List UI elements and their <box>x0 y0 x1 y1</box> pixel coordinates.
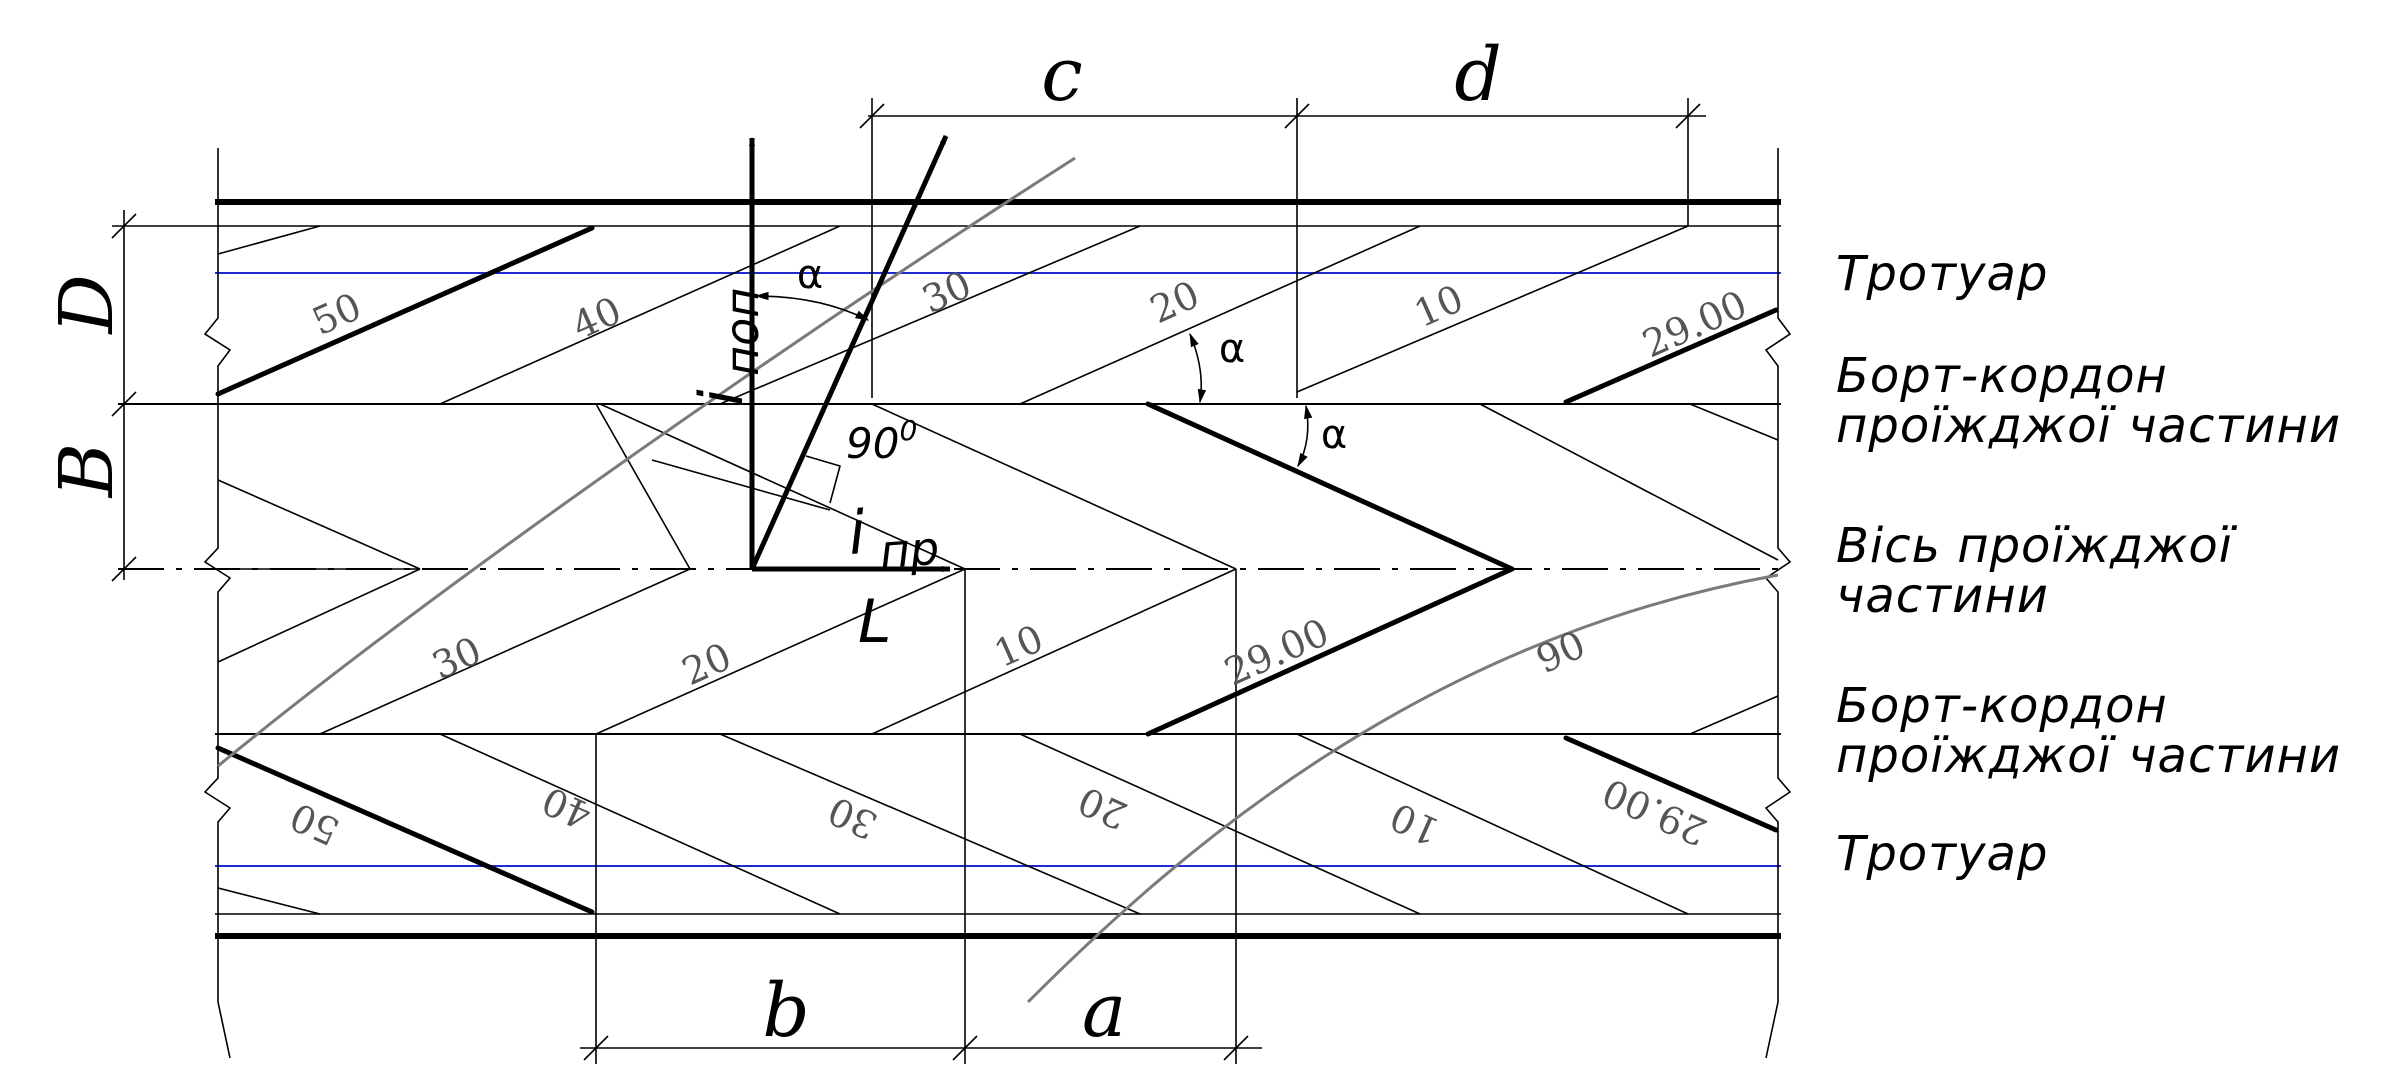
alpha-label-1: α <box>797 252 823 298</box>
dim-tick-c2 <box>1284 103 1310 129</box>
alpha-label-2: α <box>1219 326 1245 372</box>
right-break-line <box>1764 148 1792 1059</box>
contour-label-cw-30: 30 <box>426 628 488 688</box>
dim-d-label: d <box>1454 32 1501 118</box>
contour-top-sw-2900 <box>1563 307 1779 405</box>
contour-label-top-40: 40 <box>566 288 628 348</box>
contour-top-sw-1 <box>217 225 321 255</box>
svg-text:поп: поп <box>715 288 769 376</box>
flow-line-right <box>1026 573 1779 1004</box>
contour-label-top-50: 50 <box>306 284 368 344</box>
contour-bot-sw-2900 <box>1563 735 1779 833</box>
transverse-slope-label: i поп <box>687 288 769 406</box>
dim-tick-c1 <box>859 103 885 129</box>
contour-top-sw-3 <box>719 225 1141 405</box>
contour-cw-bot-2 <box>319 568 691 735</box>
label-curb-bottom-1: Борт-кордон <box>1836 678 2168 734</box>
alpha-arc-2 <box>1189 332 1207 404</box>
contour-bot-sw-4 <box>1019 733 1421 915</box>
dim-tick-1 <box>111 213 137 239</box>
dim-tick-2 <box>111 391 137 417</box>
contour-label-top-30: 30 <box>916 262 978 322</box>
contour-label-cw-10: 10 <box>988 616 1050 676</box>
contour-cw-top-1 <box>217 479 421 570</box>
contour-bot-sw-3 <box>719 733 1141 915</box>
svg-text:пр: пр <box>878 521 941 579</box>
dim-b-label: b <box>762 968 809 1054</box>
perpendicular-line <box>651 459 831 511</box>
contour-bot-sw-5 <box>1296 733 1689 915</box>
contour-label-bot-2900: 29.00 <box>1596 770 1713 854</box>
contour-cw-top-3 <box>599 403 966 570</box>
contour-label-cw-90: 90 <box>1530 622 1592 682</box>
contour-label-top-20: 20 <box>1144 272 1206 332</box>
contour-top-sw-50 <box>215 225 595 397</box>
contour-label-bot-40: 40 <box>536 778 598 838</box>
contour-bot-sw-50 <box>215 745 595 915</box>
contour-label-bot-20: 20 <box>1072 778 1134 838</box>
contour-cw-bot-1 <box>217 568 421 663</box>
svg-text:i: i <box>687 389 757 406</box>
label-sidewalk-bottom: Тротуар <box>1836 826 2048 882</box>
alpha-label-3: α <box>1321 412 1347 458</box>
svg-text:i: i <box>846 498 868 569</box>
label-curb-top-2: проїжджої частини <box>1836 398 2341 454</box>
left-break-line <box>203 148 232 1059</box>
dim-D-label: D <box>44 274 130 335</box>
contour-cw-bot-2900 <box>1145 566 1515 737</box>
contour-label-cw-20: 20 <box>676 634 738 694</box>
label-axis-2: частини <box>1836 568 2049 624</box>
dim-tick-b2 <box>952 1035 978 1061</box>
alpha-arc-1 <box>754 291 870 321</box>
contour-cw-bot-4 <box>871 568 1237 735</box>
dim-tick-d <box>1675 103 1701 129</box>
flow-line-left <box>217 156 1076 768</box>
contour-label-bot-50: 50 <box>284 794 346 854</box>
longitudinal-slope-label: i пр <box>846 498 941 579</box>
contour-cw-top-2900 <box>1145 401 1515 572</box>
dim-a-label: a <box>1082 968 1126 1054</box>
dim-c-label: c <box>1041 32 1082 118</box>
contour-cw-top-6 <box>1689 403 1779 441</box>
label-curb-top-1: Борт-кордон <box>1836 348 2168 404</box>
right-angle-mark <box>805 455 841 504</box>
contour-label-top-10: 10 <box>1408 276 1470 336</box>
label-curb-bottom-2: проїжджої частини <box>1836 728 2341 784</box>
length-label: L <box>858 587 891 657</box>
contour-label-top-2900: 29.00 <box>1636 282 1753 366</box>
contour-bot-sw-1 <box>217 887 321 915</box>
right-angle-label: 900 <box>846 414 917 468</box>
contour-top-sw-2 <box>439 225 841 405</box>
label-axis-1: Вісь проїжджої <box>1836 518 2238 574</box>
alpha-arc-3 <box>1297 404 1313 468</box>
dim-tick-3 <box>111 556 137 582</box>
label-sidewalk-top: Тротуар <box>1836 246 2048 302</box>
dim-tick-b1 <box>583 1035 609 1061</box>
contour-top-sw-4 <box>1019 225 1421 405</box>
contour-top-sw-5 <box>1296 225 1689 393</box>
dim-tick-a <box>1223 1035 1249 1061</box>
contour-label-bot-10: 10 <box>1384 794 1446 854</box>
contour-cw-bot-3 <box>595 568 966 735</box>
contour-cw-bot-5 <box>1689 695 1779 735</box>
dim-B-label: B <box>44 443 130 499</box>
contour-bot-sw-2 <box>439 733 841 915</box>
contour-cw-top-5 <box>1479 403 1779 561</box>
contour-label-bot-30: 30 <box>822 788 884 848</box>
contour-cw-top-4 <box>871 403 1237 570</box>
contour-cw-top-2 <box>595 403 691 570</box>
